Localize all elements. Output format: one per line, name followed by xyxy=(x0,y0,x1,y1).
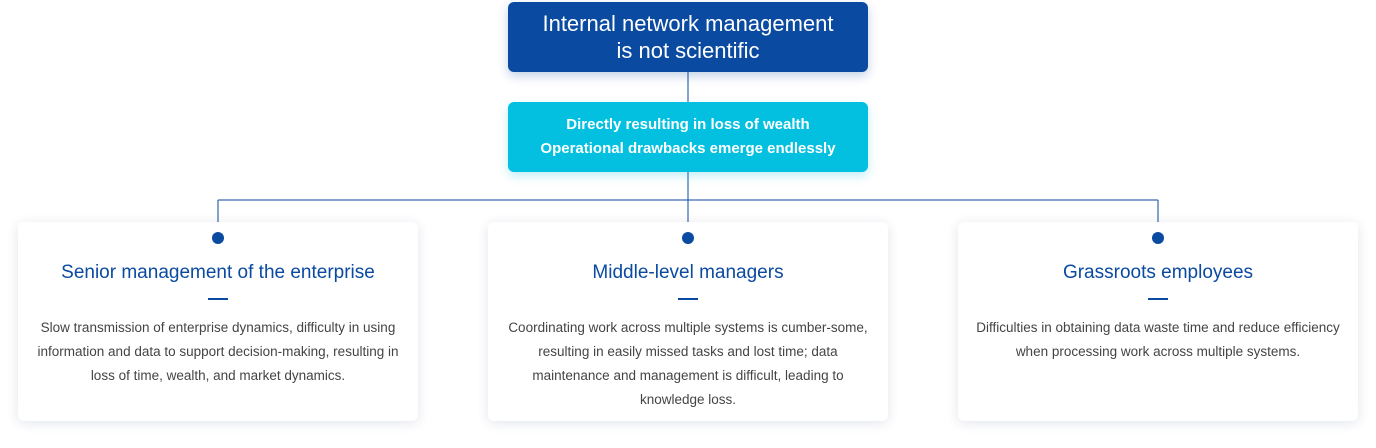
card-title: Senior management of the enterprise xyxy=(61,262,375,283)
consequence-node-line-1: Directly resulting in loss of wealth xyxy=(566,116,810,133)
card-description: Slow transmission of enterprise dynamics… xyxy=(37,320,399,383)
card-title: Middle-level managers xyxy=(592,262,784,283)
consequence-node-line-2: Operational drawbacks emerge endlessly xyxy=(540,140,836,157)
card-title: Grassroots employees xyxy=(1062,262,1254,283)
card-description: Coordinating work across multiple system… xyxy=(508,320,868,407)
card-description: Difficulties in obtaining data waste tim… xyxy=(976,320,1340,359)
title-underline xyxy=(208,298,228,300)
connector-dot xyxy=(1152,232,1164,244)
consequence-node: Directly resulting in loss of wealth Ope… xyxy=(508,102,868,172)
title-underline xyxy=(1148,298,1168,300)
root-node-line-2: is not scientific xyxy=(616,38,760,63)
card-middle-managers: Middle-level managers Coordinating work … xyxy=(488,222,888,421)
title-underline xyxy=(678,298,698,300)
card-grassroots-employees: Grassroots employees Difficulties in obt… xyxy=(958,222,1358,421)
card-senior-management: Senior management of the enterprise Slow… xyxy=(18,222,418,421)
root-node: Internal network management is not scien… xyxy=(508,2,868,72)
root-node-line-1: Internal network management xyxy=(542,11,834,36)
connector-dot xyxy=(682,232,694,244)
connector-dot xyxy=(212,232,224,244)
